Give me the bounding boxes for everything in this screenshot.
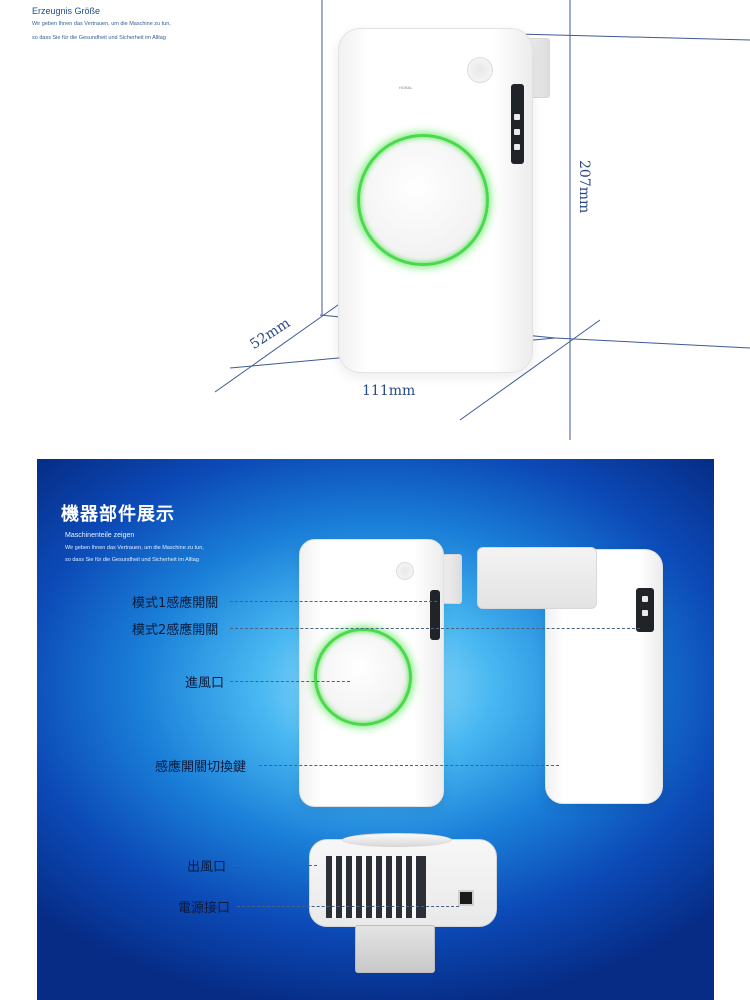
top-unit-ring — [342, 833, 452, 847]
leader-air-outlet — [232, 865, 317, 866]
parts-section: 機器部件展示 Maschinenteile zeigen Wir geben I… — [37, 459, 714, 1000]
side-unit-clip — [477, 547, 597, 609]
parts-title: 機器部件展示 — [61, 504, 175, 524]
size-title: Erzeugnis Größe — [32, 6, 101, 16]
front-sensor-hole — [396, 562, 414, 580]
brand-mark: HOBAL — [399, 85, 413, 90]
leader-sensor-toggle — [259, 765, 559, 766]
dimension-width-label: 111mm — [362, 383, 416, 399]
label-mode2-switch: 模式2感應開關 — [132, 623, 219, 638]
label-mode1-switch: 模式1感應開關 — [132, 596, 219, 611]
sensor-hole — [467, 57, 493, 83]
control-panel — [511, 84, 524, 164]
air-inlet-ring — [357, 134, 489, 266]
dimension-height-label: 207mm — [576, 160, 592, 214]
parts-subtitle-line1: Wir geben Ihnen das Vertrauen, um die Ma… — [65, 545, 204, 551]
side-control-panel — [636, 588, 654, 632]
leader-air-inlet — [230, 681, 350, 682]
parts-subtitle-line2: so dass Sie für die Gesundheit und Siche… — [65, 557, 199, 563]
label-sensor-toggle-key: 感應開關切換鍵 — [155, 760, 247, 775]
label-air-inlet: 進風口 — [185, 676, 225, 691]
purifier-top-unit — [309, 839, 497, 927]
leader-mode1 — [230, 601, 437, 602]
leader-power-port — [237, 906, 459, 907]
front-unit-clip — [442, 554, 462, 604]
top-unit-clip — [355, 925, 435, 973]
front-control-panel — [430, 590, 440, 640]
leader-mode2 — [230, 628, 640, 629]
power-port-socket — [458, 890, 474, 906]
size-subtitle-line2: so dass Sie für die Gesundheit und Siche… — [32, 35, 166, 41]
label-power-port: 電源接口 — [178, 901, 231, 916]
label-air-outlet: 出風口 — [187, 860, 227, 875]
purifier-front-unit — [299, 539, 444, 807]
parts-subtitle-heading: Maschinenteile zeigen — [65, 532, 135, 539]
size-subtitle-line1: Wir geben Ihnen das Vertrauen, um die Ma… — [32, 21, 171, 27]
size-section: Erzeugnis Größe Wir geben Ihnen das Vert… — [0, 0, 750, 440]
front-air-inlet-ring — [314, 628, 412, 726]
air-outlet-vent — [326, 856, 426, 918]
purifier-device-front: HOBAL — [338, 28, 533, 373]
